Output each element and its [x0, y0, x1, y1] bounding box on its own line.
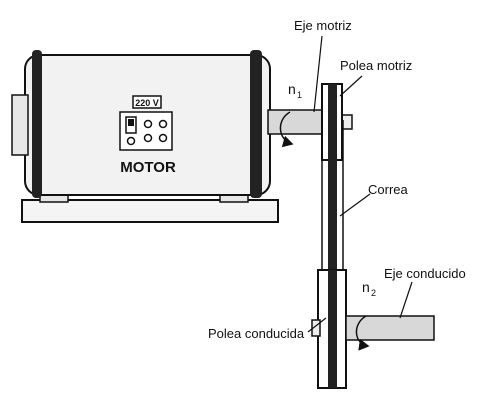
n1-subscript: 1: [297, 90, 302, 100]
terminal-icon: [158, 133, 168, 143]
leader-polea-motriz: [339, 75, 363, 97]
motor-label: MOTOR: [120, 159, 176, 176]
leader-eje-conducido: [399, 281, 413, 319]
switch-lever-icon: [128, 119, 134, 126]
driven-pulley-groove: [328, 270, 337, 388]
n2-subscript: 2: [371, 288, 376, 298]
driven-shaft: [345, 315, 435, 341]
motor-rear-cap: [11, 94, 29, 156]
label-correa: Correa: [368, 182, 409, 197]
label-eje-conducido: Eje conducido: [384, 266, 466, 281]
n1-label: n: [288, 81, 296, 97]
leader-correa: [339, 193, 371, 217]
rotation-arrow-n1-icon: [279, 111, 294, 148]
terminal-icon: [158, 119, 168, 129]
label-polea-motriz: Polea motriz: [340, 58, 412, 73]
voltage-label-box: [132, 95, 162, 109]
leader-eje-motriz: [313, 35, 323, 113]
label-eje-motriz: Eje motriz: [294, 18, 352, 33]
leader-polea-conducida: [307, 317, 327, 333]
terminal-icon: [126, 136, 136, 146]
label-polea-conducida: Polea conducida: [208, 326, 305, 341]
driven-shaft-stub: [311, 319, 321, 337]
motor-base: [21, 199, 279, 223]
motor-band-left: [32, 50, 42, 198]
terminal-icon: [143, 119, 153, 129]
n2-label: n: [362, 279, 370, 295]
belt: [328, 84, 337, 384]
voltage-label: 220 V: [135, 98, 159, 108]
rotation-arrow-n2-icon: [355, 315, 370, 351]
motor-band-right: [250, 50, 262, 198]
terminal-icon: [143, 133, 153, 143]
